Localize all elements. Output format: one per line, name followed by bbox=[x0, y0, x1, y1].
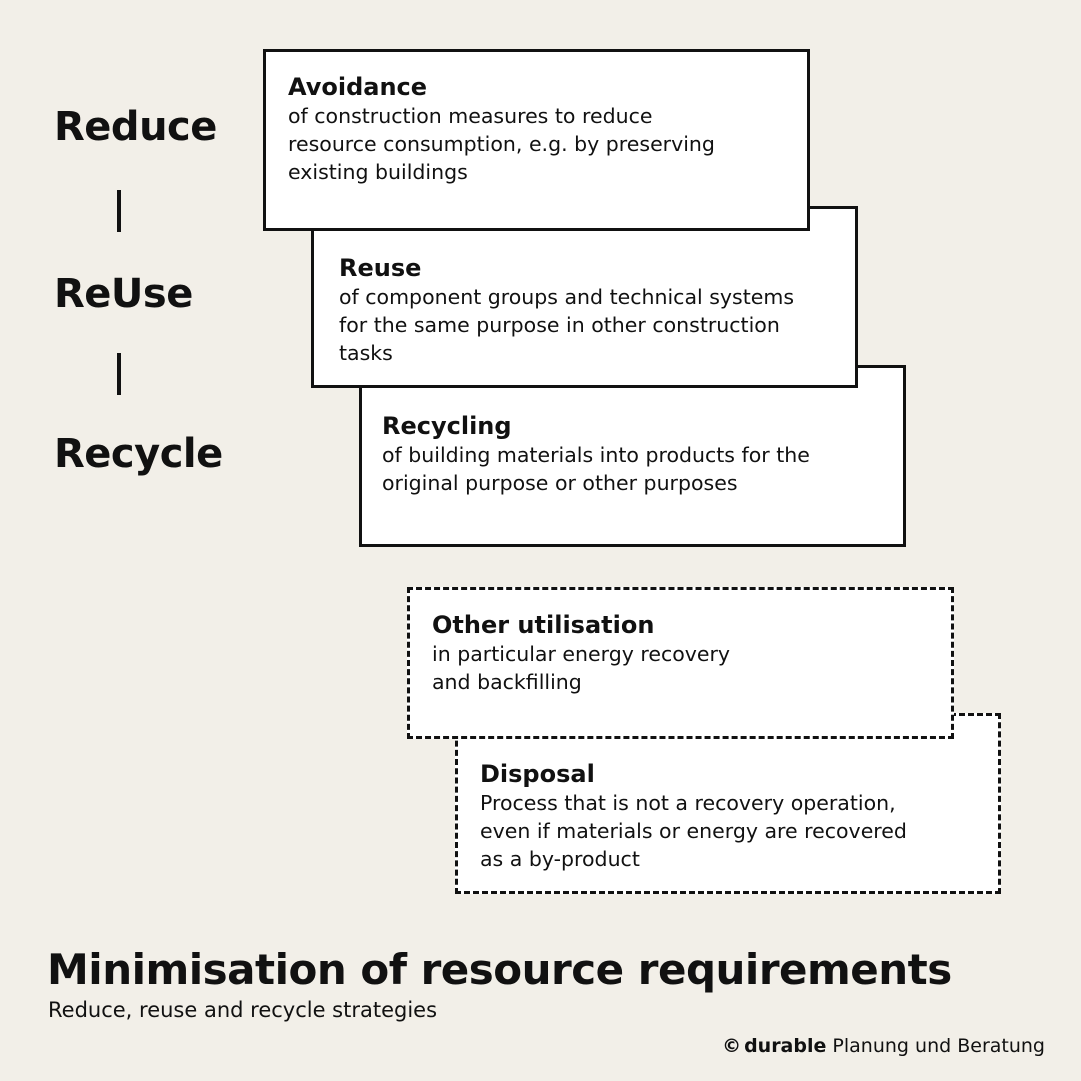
box-description-line: resource consumption, e.g. by preserving bbox=[288, 132, 715, 156]
box-description-line: in particular energy recovery bbox=[432, 642, 731, 666]
box-description-line: tasks bbox=[339, 341, 393, 365]
box-description-line: for the same purpose in other constructi… bbox=[339, 313, 780, 337]
credit-text: Planung und Beratung bbox=[826, 1035, 1045, 1057]
diagram-subtitle: Reduce, reuse and recycle strategies bbox=[48, 998, 438, 1022]
box-description-line: as a by-product bbox=[480, 847, 640, 871]
box-description-line: of building materials into products for … bbox=[382, 443, 810, 467]
box-description-line: even if materials or energy are recovere… bbox=[480, 819, 907, 843]
level-connector bbox=[117, 353, 121, 395]
copyright-credit: ©durable Planung und Beratung bbox=[722, 1033, 1045, 1059]
box-reuse: Reuse of component groups and technical … bbox=[311, 206, 858, 388]
box-title: Avoidance bbox=[288, 73, 428, 101]
box-description-line: of construction measures to reduce bbox=[288, 104, 653, 128]
level-label-reuse: ReUse bbox=[54, 271, 193, 317]
box-title: Disposal bbox=[480, 760, 595, 788]
box-description-line: Process that is not a recovery operation… bbox=[480, 791, 896, 815]
box-description-line: existing buildings bbox=[288, 160, 468, 184]
box-recycling: Recycling of building materials into pro… bbox=[359, 365, 906, 547]
box-title: Recycling bbox=[382, 412, 512, 440]
box-title: Reuse bbox=[339, 254, 422, 282]
box-description-line: original purpose or other purposes bbox=[382, 471, 738, 495]
box-avoidance: Avoidance of construction measures to re… bbox=[263, 49, 810, 231]
box-other-utilisation: Other utilisation in particular energy r… bbox=[407, 587, 954, 739]
credit-brand: durable bbox=[744, 1035, 827, 1057]
box-description-line: and backfilling bbox=[432, 670, 582, 694]
level-label-reduce: Reduce bbox=[54, 104, 217, 150]
box-disposal: Disposal Process that is not a recovery … bbox=[455, 713, 1001, 894]
box-description-line: of component groups and technical system… bbox=[339, 285, 795, 309]
level-label-recycle: Recycle bbox=[54, 431, 223, 477]
box-title: Other utilisation bbox=[432, 611, 655, 639]
diagram-title: Minimisation of resource requirements bbox=[47, 945, 952, 994]
copyright-icon: © bbox=[722, 1035, 742, 1057]
level-connector bbox=[117, 190, 121, 232]
